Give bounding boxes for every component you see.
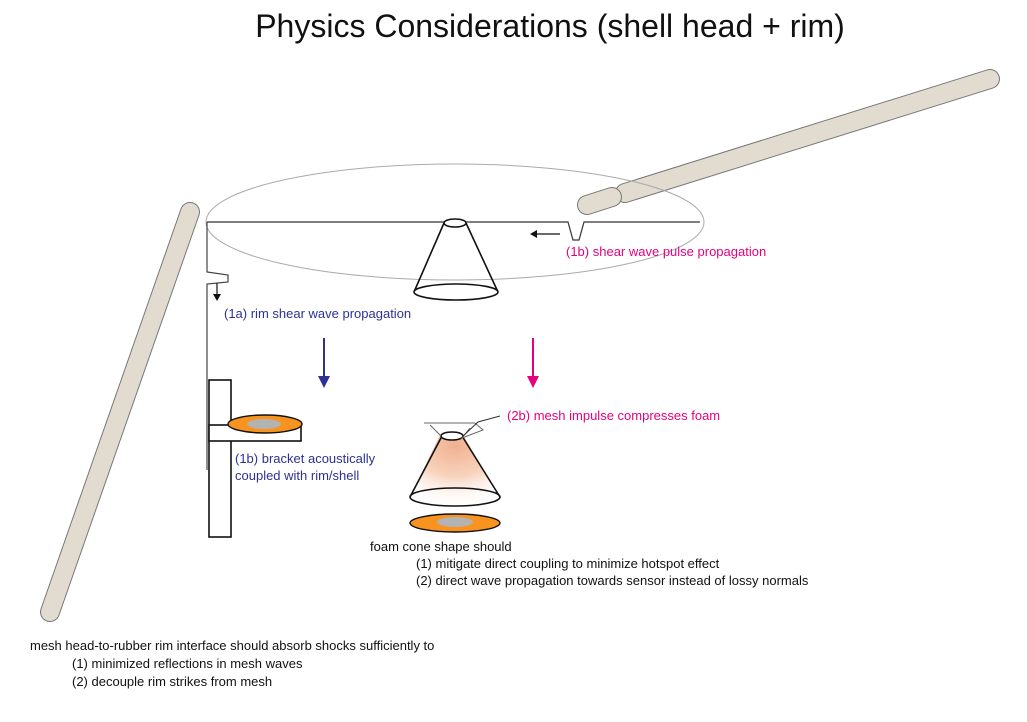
bracket-sensor <box>227 414 303 434</box>
foam-note-item-2: (2) direct wave propagation towards sens… <box>416 573 809 588</box>
mesh-head-ellipse <box>205 163 705 281</box>
top-foam-cone <box>413 218 499 301</box>
mesh-note-item-2: (2) decouple rim strikes from mesh <box>72 674 273 689</box>
magenta-down-arrow <box>527 338 539 388</box>
right-drumstick <box>577 69 1000 215</box>
foam-note-item-1: (1) mitigate direct coupling to minimize… <box>416 556 720 571</box>
bracket-label-line1: (1b) bracket acoustically <box>235 451 376 466</box>
shear-wave-arrow <box>530 230 560 238</box>
page-title: Physics Considerations (shell head + rim… <box>255 8 845 44</box>
mesh-note-heading: mesh head-to-rubber rim interface should… <box>30 638 435 653</box>
navy-down-arrow <box>318 338 330 388</box>
mesh-impulse-leader <box>461 415 501 438</box>
shear-wave-pulse-label: (1b) shear wave pulse propagation <box>566 244 767 259</box>
mesh-impulse-label: (2b) mesh impulse compresses foam <box>507 408 721 423</box>
foam-sensor <box>409 513 501 533</box>
bracket-label-line2: coupled with rim/shell <box>235 468 360 483</box>
left-drumstick <box>40 202 200 622</box>
rim-shell-outline <box>206 222 229 470</box>
rim-wave-arrow <box>213 283 221 301</box>
mesh-note-item-1: (1) minimized reflections in mesh waves <box>72 656 303 671</box>
compressed-foam-cone <box>409 422 501 507</box>
foam-note-heading: foam cone shape should <box>370 539 512 554</box>
mesh-head-line <box>207 221 700 241</box>
rim-shear-wave-label: (1a) rim shear wave propagation <box>224 306 412 321</box>
